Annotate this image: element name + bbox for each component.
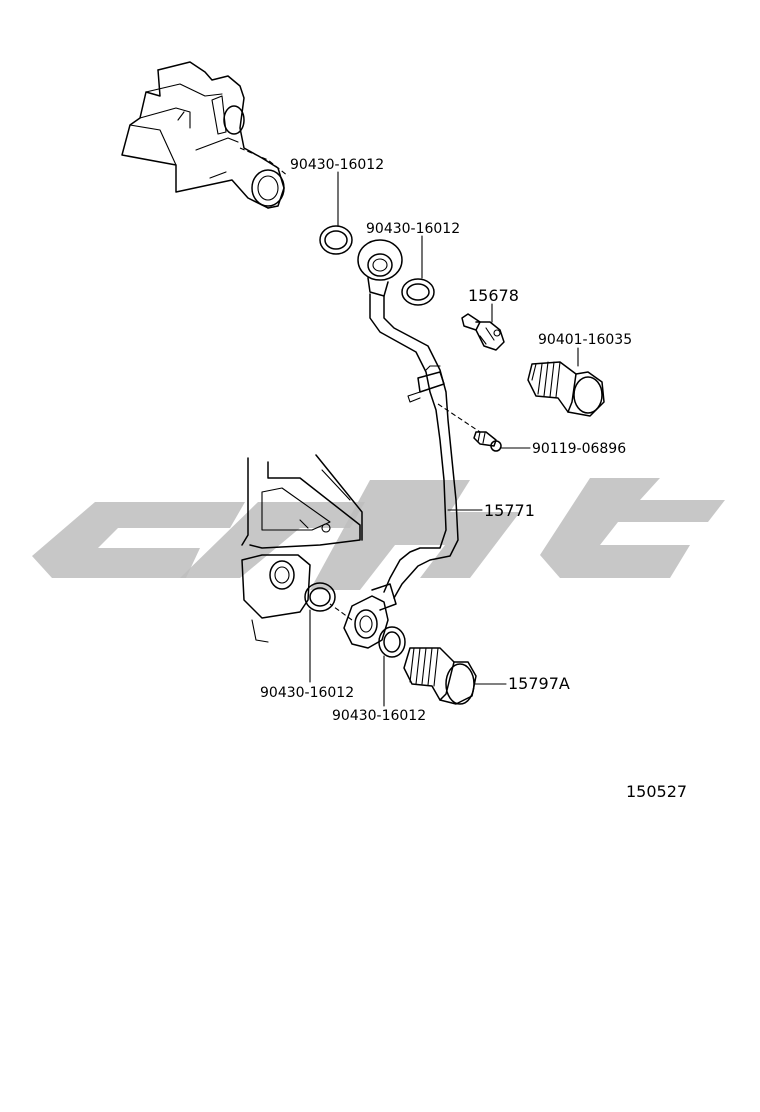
oil-pipe	[343, 239, 459, 649]
union-bolt-upper-icon	[527, 361, 605, 417]
engine-block-lower	[241, 454, 363, 643]
oil-pressure-switch-icon	[461, 313, 505, 351]
label-washer-lower-mid: 90430-16012	[332, 708, 426, 724]
washer-lower-mid-icon	[378, 626, 406, 658]
label-switch: 15678	[468, 286, 519, 305]
diagram-number: 150527	[626, 782, 687, 801]
label-washer-lower-left: 90430-16012	[260, 685, 354, 701]
washer-upper-mid-icon	[401, 278, 435, 306]
union-bolt-lower-icon	[403, 647, 477, 705]
watermark-logo	[32, 478, 725, 590]
label-union-bolt-upper: 90401-16035	[538, 332, 632, 348]
bolt-icon	[437, 403, 502, 452]
washer-lower-left-icon	[304, 582, 336, 612]
leader-lines	[309, 171, 579, 707]
label-washer-upper-mid: 90430-16012	[366, 221, 460, 237]
label-bolt: 90119-06896	[532, 441, 626, 457]
engine-housing-upper	[121, 61, 285, 209]
label-union-bolt-lower: 15797A	[508, 674, 570, 693]
assembly-dashed-lines	[239, 147, 353, 621]
label-oil-pipe: 15771	[484, 501, 535, 520]
label-washer-top: 90430-16012	[290, 157, 384, 173]
washer-top-icon	[319, 225, 353, 255]
